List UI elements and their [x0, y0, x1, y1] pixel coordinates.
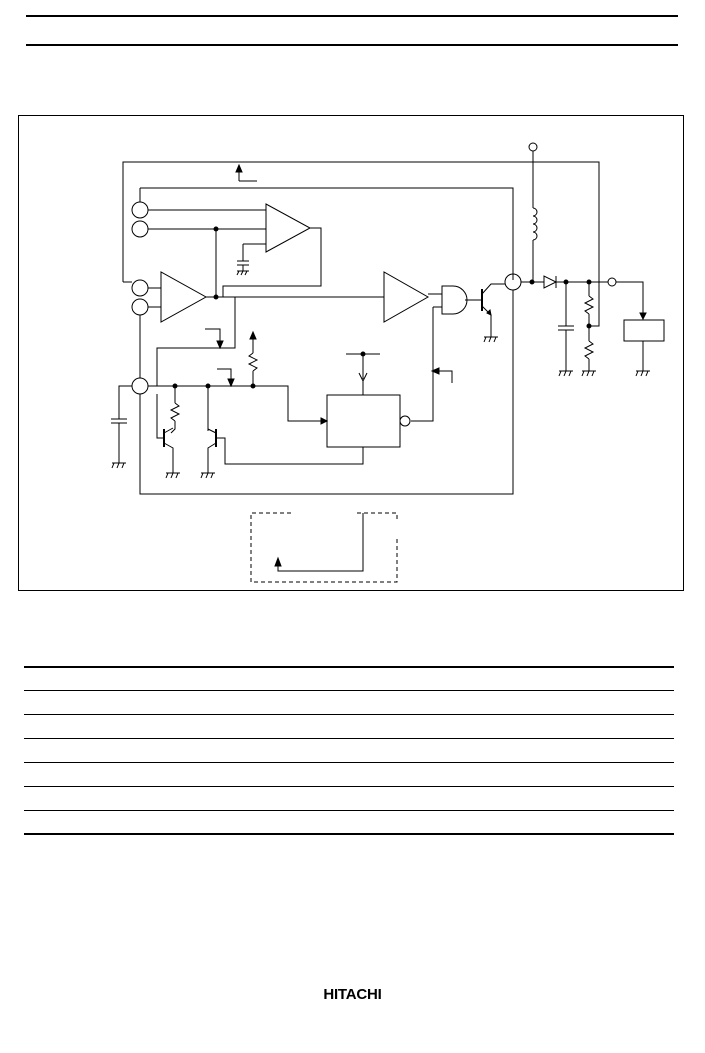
pullup-resistor	[247, 352, 259, 372]
header-rule-bottom	[26, 44, 678, 46]
comparator-top	[265, 203, 312, 253]
divider-resistor-top	[583, 295, 595, 315]
block-diagram	[111, 142, 665, 583]
output-terminal	[607, 277, 617, 287]
table-rule	[24, 714, 674, 715]
supply-terminal	[528, 142, 538, 152]
pwm-comparator	[383, 271, 430, 323]
divider-resistor-bottom	[583, 340, 595, 360]
discharge-resistor	[169, 402, 181, 422]
pin-circle-1	[131, 201, 149, 219]
table-rule	[24, 738, 674, 739]
bottom-loop-wire	[139, 290, 514, 495]
brand-logo: HITACHI	[323, 986, 382, 1003]
table-rule	[24, 786, 674, 787]
load-box	[623, 319, 665, 342]
diode	[543, 275, 558, 289]
inverter-bubble	[399, 415, 411, 427]
control-block	[326, 394, 401, 448]
inductor	[532, 207, 538, 241]
table-rule	[24, 690, 674, 691]
table-rule	[24, 833, 674, 835]
block-diagram-frame	[18, 115, 684, 591]
pin-circle-2	[131, 220, 149, 238]
pin-circle-4	[131, 298, 149, 316]
error-amplifier	[160, 271, 208, 323]
pin-circle-3	[131, 279, 149, 297]
second-feedback-wire	[140, 187, 514, 280]
pin-circle-5	[131, 377, 149, 395]
dashed-external-block	[250, 512, 398, 583]
table-rule	[24, 810, 674, 811]
arrow-up-head	[235, 163, 243, 173]
and-gate	[441, 285, 468, 315]
top-feedback-wire	[122, 161, 600, 327]
table-rule	[24, 762, 674, 763]
header-rule-top	[26, 15, 678, 17]
table-rule	[24, 666, 674, 668]
